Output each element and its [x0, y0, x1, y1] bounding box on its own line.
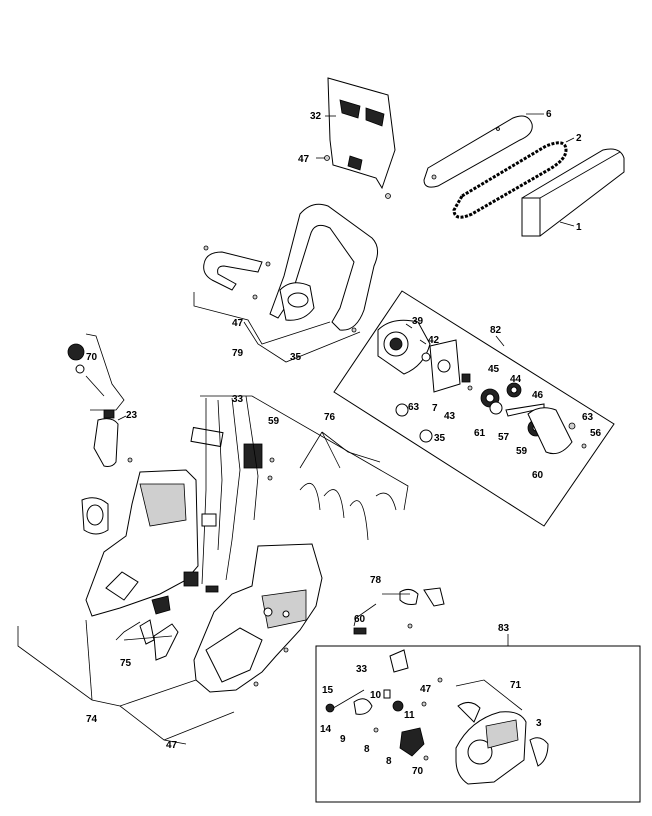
callout-10: 9 [340, 734, 346, 745]
main-housing [81, 469, 219, 617]
part-78-linkage [353, 587, 445, 635]
callout-57: 61 [474, 428, 486, 439]
callout-56: 60 [532, 470, 544, 481]
callout-61: 70 [412, 766, 424, 777]
callout-3: 3 [536, 718, 542, 729]
callout-33: 33 [356, 664, 368, 675]
callout-76: 76 [324, 412, 336, 423]
callout-75: 75 [120, 658, 132, 669]
callout-47: 47 [298, 154, 310, 165]
box-82-drive-assembly [333, 290, 615, 527]
callout-38: 39 [412, 316, 424, 327]
part-1-bar-cover [521, 148, 625, 237]
callout-44: 45 [488, 364, 500, 375]
callout-39: 42 [428, 335, 440, 346]
callout-2: 2 [576, 133, 582, 144]
callout-53: 56 [590, 428, 602, 439]
callout-42: 43 [444, 411, 456, 422]
part-7-plate [429, 339, 461, 393]
callout-61: 63 [582, 412, 594, 423]
leader-lines-74-47 [17, 619, 235, 745]
callout-79: 79 [232, 348, 244, 359]
callout-6: 6 [546, 109, 552, 120]
part-71-sprocket-cover [455, 711, 527, 785]
callout-60: 60 [354, 614, 366, 625]
callout-71: 71 [510, 680, 522, 691]
callout-46: 46 [532, 390, 544, 401]
callout-47: 47 [166, 740, 178, 751]
callout-35: 35 [290, 352, 302, 363]
callout-15: 15 [322, 685, 334, 696]
callout-82: 82 [490, 325, 502, 336]
callout-54: 57 [498, 432, 510, 443]
part-32-59-76-wiring [190, 395, 409, 585]
callout-47: 47 [420, 684, 432, 695]
callout-23: 23 [126, 410, 138, 421]
callout-32: 33 [232, 394, 244, 405]
box-83-sprocket-cover-assembly [315, 634, 641, 803]
callout-83: 83 [498, 623, 510, 634]
callout-59: 59 [268, 416, 280, 427]
callout-11: 10 [370, 690, 382, 701]
callouts: 32 47 6 2 1 47 79 35 82 39 42 45 44 46 7… [86, 109, 602, 777]
part-23-oil-tank [93, 409, 133, 467]
callout-78: 78 [370, 575, 382, 586]
callout-31: 35 [434, 433, 446, 444]
callout-7: 7 [432, 403, 438, 414]
callout-70: 70 [86, 352, 98, 363]
callout-47: 47 [232, 318, 244, 329]
callout-1: 1 [576, 222, 582, 233]
part-38-motor [377, 319, 431, 375]
callout-43: 44 [510, 374, 522, 385]
part-6-guide-bar [423, 113, 544, 188]
part-35-front-handle [193, 203, 378, 363]
callout-8: 8 [386, 756, 392, 767]
part-75-throttle [115, 595, 179, 661]
callout-45: 32 [310, 111, 322, 122]
callout-74: 74 [86, 714, 98, 725]
callout-55: 59 [516, 446, 528, 457]
callout-9: 8 [364, 744, 370, 755]
part-45-handle-cover [316, 77, 396, 199]
callout-12: 11 [404, 710, 415, 721]
part-70-oil-cap [67, 333, 125, 411]
callout-63: 63 [408, 402, 420, 413]
callout-14: 14 [320, 724, 332, 735]
part-2-saw-chain [452, 137, 575, 219]
rear-handle-housing [193, 543, 323, 693]
